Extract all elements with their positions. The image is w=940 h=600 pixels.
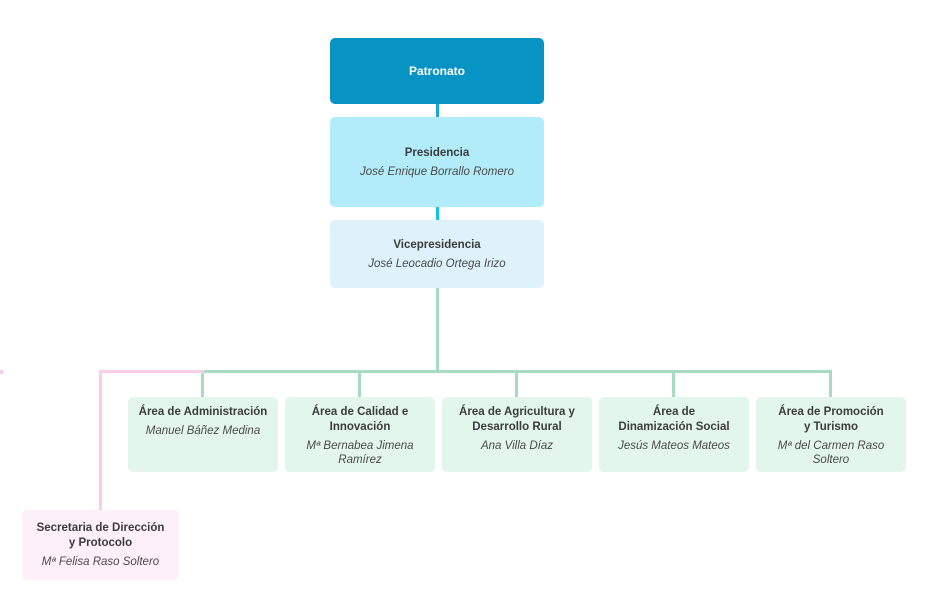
node-person: José Enrique Borrallo Romero <box>359 165 515 178</box>
node-person: Jesús Mateos Mateos <box>618 440 730 452</box>
connector-drop-administracion <box>201 370 204 397</box>
connector-secretaria-vertical <box>99 370 102 510</box>
node-secretaria: Secretaria de Dirección y Protocolo Mª F… <box>22 510 179 580</box>
connector-drop-calidad <box>358 370 361 397</box>
connector-vicepresidencia-areas <box>436 288 439 372</box>
node-person: Manuel Báñez Medina <box>145 425 261 437</box>
node-title: Área de Agricultura y Desarrollo Rural <box>459 406 575 433</box>
node-person: Mª Bernabea Jimena Ramírez <box>306 440 414 466</box>
connector-drop-promocion <box>829 370 832 397</box>
connector-edge-dash <box>0 370 3 374</box>
node-area-calidad-innovacion: Área de Calidad e Innovación Mª Bernabea… <box>285 397 435 472</box>
connector-drop-agricultura <box>515 370 518 397</box>
node-patronato: Patronato <box>330 38 544 104</box>
node-presidencia: Presidencia José Enrique Borrallo Romero <box>330 117 544 207</box>
node-title: Presidencia <box>404 146 470 159</box>
node-title: Área de Dinamización Social <box>618 406 730 433</box>
node-person: Mª del Carmen Raso Soltero <box>777 440 885 466</box>
node-vicepresidencia: Vicepresidencia José Leocadio Ortega Iri… <box>330 220 544 288</box>
node-title: Patronato <box>408 63 465 78</box>
node-area-administracion: Área de Administración Manuel Báñez Medi… <box>128 397 278 472</box>
node-title: Área de Promoción y Turismo <box>778 406 884 433</box>
node-title: Vicepresidencia <box>393 238 481 251</box>
node-title: Área de Calidad e Innovación <box>311 406 409 433</box>
node-area-agricultura: Área de Agricultura y Desarrollo Rural A… <box>442 397 592 472</box>
connector-secretaria-horizontal <box>99 370 204 373</box>
node-area-dinamizacion-social: Área de Dinamización Social Jesús Mateos… <box>599 397 749 472</box>
connector-presidencia-vicepresidencia <box>436 207 439 220</box>
node-person: Ana Villa Díaz <box>480 440 554 452</box>
node-person: José Leocadio Ortega Irizo <box>368 257 506 270</box>
node-title: Secretaria de Dirección y Protocolo <box>36 522 165 549</box>
connector-drop-dinamizacion <box>672 370 675 397</box>
node-person: Mª Felisa Raso Soltero <box>41 556 160 568</box>
connector-patronato-presidencia <box>436 104 439 117</box>
node-area-promocion-turismo: Área de Promoción y Turismo Mª del Carme… <box>756 397 906 472</box>
node-title: Área de Administración <box>138 406 268 418</box>
